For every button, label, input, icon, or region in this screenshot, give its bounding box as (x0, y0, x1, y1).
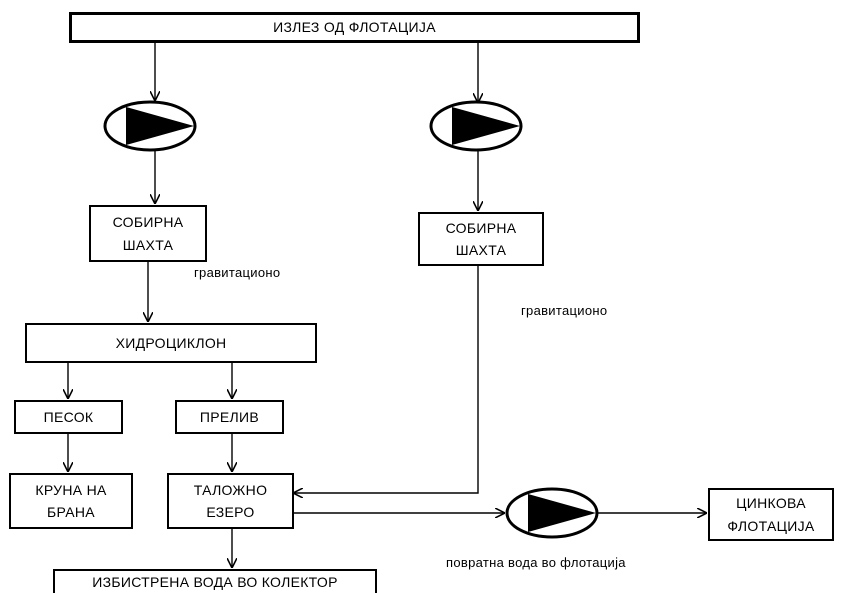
sand-box: ПЕСОК (14, 400, 123, 434)
zinc-flotation-box: ЦИНКОВА ФЛОТАЦИЈА (708, 488, 834, 541)
clarified-water-box: ИЗБИСТРЕНА ВОДА ВО КОЛЕКТОР (53, 569, 377, 593)
connector-right-shaft-to-lake (294, 266, 479, 493)
dam-crown-label: КРУНА НА БРАНА (35, 481, 107, 520)
pump-icon (429, 100, 523, 152)
collection-shaft-left-label: СОБИРНА ШАХТА (112, 214, 184, 253)
flotation-output-label: ИЗЛЕЗ ОД ФЛОТАЦИЈА (273, 19, 436, 36)
pump-icon (103, 100, 197, 152)
settling-lake-label: ТАЛОЖНО ЕЗЕРО (193, 481, 268, 520)
settling-lake-box: ТАЛОЖНО ЕЗЕРО (167, 473, 294, 529)
flotation-output-box: ИЗЛЕЗ ОД ФЛОТАЦИЈА (69, 12, 640, 43)
gravitational-label-left: гравитационо (194, 265, 281, 280)
overflow-label: ПРЕЛИВ (199, 408, 260, 425)
overflow-box: ПРЕЛИВ (175, 400, 284, 434)
collection-shaft-right-label: СОБИРНА ШАХТА (445, 219, 517, 258)
sand-label: ПЕСОК (43, 408, 94, 425)
pump-icon (505, 487, 599, 539)
return-water-label: повратна вода во флотација (446, 555, 626, 570)
zinc-flotation-label: ЦИНКОВА ФЛОТАЦИЈА (727, 495, 815, 534)
gravitational-label-right: гравитационо (521, 303, 608, 318)
collection-shaft-left-box: СОБИРНА ШАХТА (89, 205, 207, 262)
hydrocyclone-box: ХИДРОЦИКЛОН (25, 323, 317, 363)
dam-crown-box: КРУНА НА БРАНА (9, 473, 133, 529)
collection-shaft-right-box: СОБИРНА ШАХТА (418, 212, 544, 266)
clarified-water-label: ИЗБИСТРЕНА ВОДА ВО КОЛЕКТОР (92, 573, 338, 590)
hydrocyclone-label: ХИДРОЦИКЛОН (115, 334, 227, 351)
